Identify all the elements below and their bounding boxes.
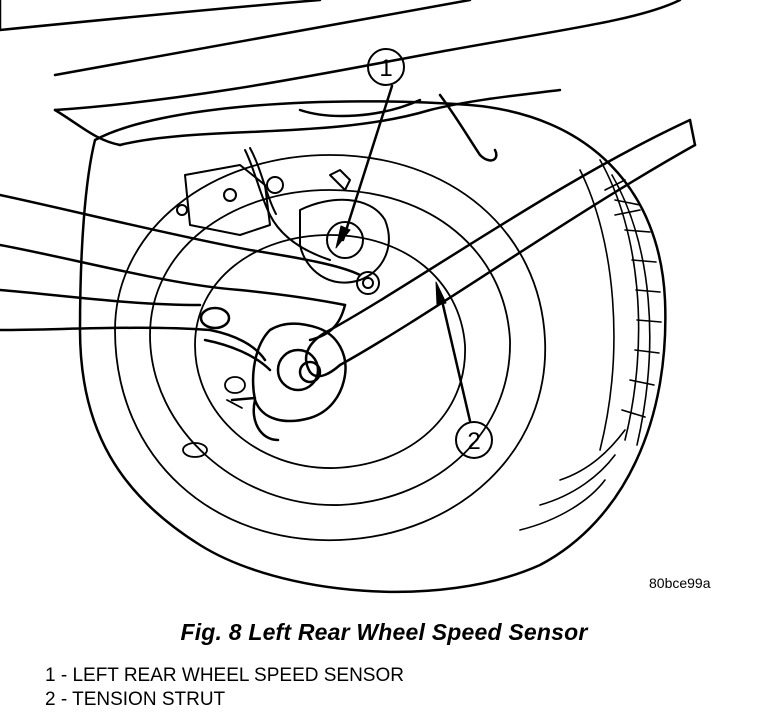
- legend-item-2: 2 - TENSION STRUT: [45, 689, 226, 710]
- lower-control-arm: [0, 193, 362, 372]
- tension-strut: [304, 118, 697, 378]
- legend-item-1: 1 - LEFT REAR WHEEL SPEED SENSOR: [45, 665, 404, 686]
- tire-outline: [78, 100, 667, 594]
- callout-1-number: 1: [379, 55, 392, 82]
- knuckle-assembly: [176, 147, 390, 295]
- strut-bushing: [230, 322, 347, 442]
- tire-tread: [519, 159, 662, 531]
- wheel-rim: [114, 154, 546, 541]
- callout-1: 1: [335, 48, 405, 249]
- callout-2-number: 2: [467, 428, 480, 455]
- legend: 1 - LEFT REAR WHEEL SPEED SENSOR 2 - TEN…: [45, 664, 404, 712]
- vehicle-body-panel: [0, 0, 682, 162]
- figure-caption: Fig. 8 Left Rear Wheel Speed Sensor: [180, 619, 588, 645]
- figure-id-code: 80bce99a: [649, 575, 711, 591]
- suspension-illustration: 1 2: [0, 0, 697, 594]
- callout-2: 2: [435, 281, 493, 459]
